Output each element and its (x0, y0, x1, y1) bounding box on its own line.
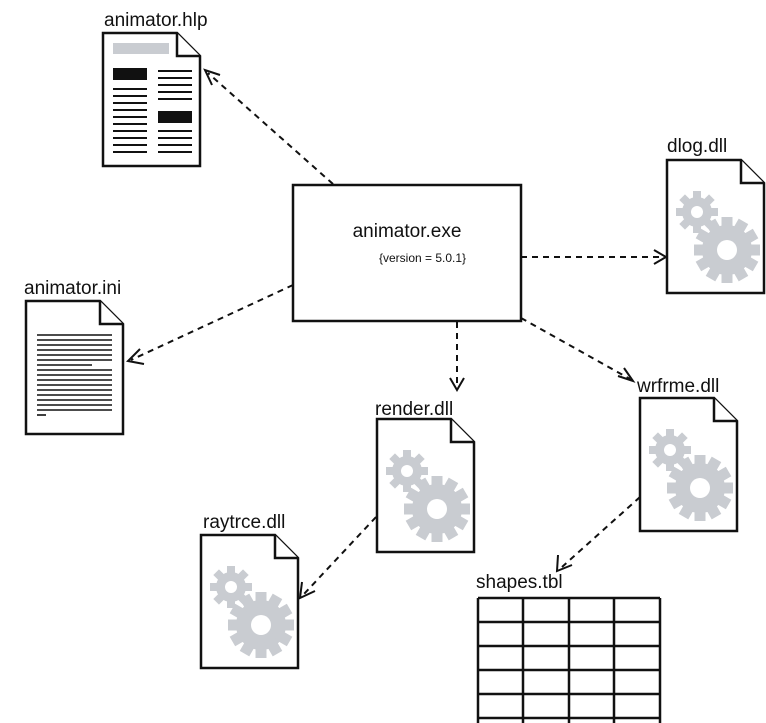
arrowhead-shapes (555, 554, 573, 573)
arrowhead-render (449, 377, 465, 392)
executable-node[interactable]: animator.exe {version = 5.0.1} (291, 183, 523, 323)
raytrce-gear-document-icon (199, 533, 300, 670)
help-document-icon (101, 31, 202, 168)
file-label-render: render.dll (375, 399, 453, 420)
executable-box (291, 183, 523, 323)
file-node-hlp[interactable]: animator.hlp (101, 10, 208, 168)
text-document-icon (24, 299, 125, 436)
file-node-wrfrme[interactable]: wrfrme.dll (636, 376, 739, 533)
dlog-gear-document-icon (665, 158, 766, 295)
file-label-raytrce: raytrce.dll (203, 512, 285, 533)
connector-exe-to-wrfrme (520, 317, 631, 380)
file-label-hlp: animator.hlp (104, 10, 208, 31)
file-node-render[interactable]: render.dll (375, 399, 476, 554)
file-label-shapes: shapes.tbl (476, 572, 563, 593)
file-label-ini: animator.ini (24, 278, 121, 299)
arrowhead-ini (125, 348, 145, 365)
arrowhead-raytrce (298, 581, 316, 600)
connector-render-to-raytrce (303, 516, 377, 595)
file-node-ini[interactable]: animator.ini (24, 278, 125, 436)
connector-wrfrme-to-shapes (561, 496, 641, 568)
connector-exe-to-ini (130, 284, 294, 361)
arrowhead-wrfrme (617, 367, 636, 383)
wrfrme-gear-document-icon (638, 396, 739, 533)
file-node-dlog[interactable]: dlog.dll (665, 136, 766, 295)
file-node-shapes[interactable]: shapes.tbl (476, 572, 662, 723)
executable-name: animator.exe (353, 221, 462, 242)
table-grid-icon (476, 596, 662, 723)
file-node-raytrce[interactable]: raytrce.dll (199, 512, 300, 670)
render-gear-document-icon (375, 417, 476, 554)
file-label-wrfrme: wrfrme.dll (636, 376, 719, 397)
connector-exe-to-hlp (207, 72, 334, 185)
arrowhead-hlp (203, 68, 221, 86)
file-label-dlog: dlog.dll (667, 136, 727, 157)
executable-version: {version = 5.0.1} (379, 251, 466, 265)
